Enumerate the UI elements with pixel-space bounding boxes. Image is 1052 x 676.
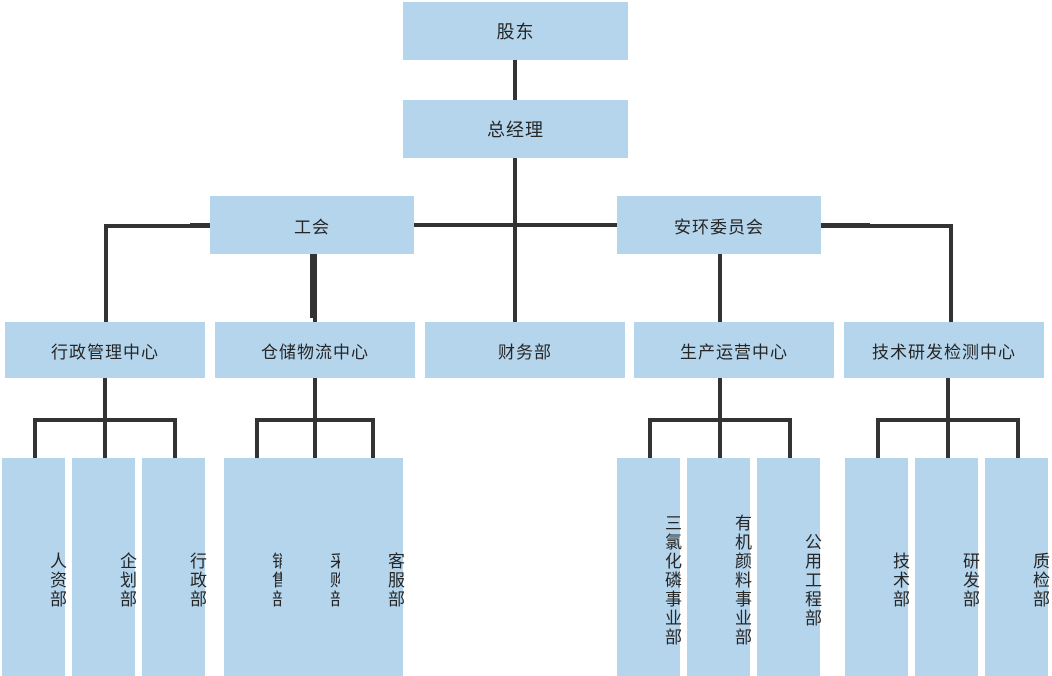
node-planning-dept[interactable]: 企划部 [72, 458, 136, 676]
node-quality-inspection-dept[interactable]: 质检部 [985, 458, 1049, 676]
connector-tech-to-quality [1016, 418, 1020, 458]
connector-committee-bus [718, 224, 953, 228]
node-utility-engineering-dept-label: 公用工程部 [802, 532, 821, 628]
connector-tech-center-drop [946, 378, 950, 422]
node-customer-service-dept[interactable]: 客服部 [340, 458, 404, 676]
node-safety-env-committee-label: 安环委员会 [674, 217, 764, 237]
node-warehouse-logistics-center[interactable]: 仓储物流中心 [215, 322, 415, 378]
node-administration-dept-label: 行政部 [187, 551, 206, 609]
node-shareholder-label: 股东 [496, 22, 535, 42]
node-customer-service-dept-label: 客服部 [385, 551, 404, 609]
connector-gm-to-finance [513, 223, 517, 322]
connector-level2-bus [190, 223, 870, 227]
connector-production-to-utility [788, 418, 792, 458]
node-utility-engineering-dept[interactable]: 公用工程部 [757, 458, 821, 676]
connector-gm-drop [513, 158, 517, 225]
node-finance-dept-label: 财务部 [498, 342, 552, 362]
connector-committee-to-production-center [718, 254, 722, 322]
node-quality-inspection-dept-label: 质检部 [1030, 551, 1049, 609]
connector-admin-to-planning [103, 418, 107, 458]
node-sales-dept[interactable]: 销售部 [224, 458, 288, 676]
connector-tech-to-technology [876, 418, 880, 458]
node-general-manager[interactable]: 总经理 [403, 100, 628, 158]
node-labor-union[interactable]: 工会 [210, 196, 414, 254]
connector-union-to-warehouse-center [313, 254, 317, 322]
connector-admin-center-drop [103, 378, 107, 422]
connector-union-to-admin-center [104, 224, 108, 322]
connector-union-drop [310, 254, 314, 318]
node-admin-center[interactable]: 行政管理中心 [5, 322, 205, 378]
connector-admin-to-administration [173, 418, 177, 458]
node-labor-union-label: 工会 [294, 217, 330, 237]
node-pcl3-division-label: 三氯化磷事业部 [662, 513, 681, 647]
connector-warehouse-to-customer-service [371, 418, 375, 458]
node-tech-rd-testing-center-label: 技术研发检测中心 [872, 342, 1016, 362]
node-planning-dept-label: 企划部 [117, 551, 136, 609]
node-administration-dept[interactable]: 行政部 [142, 458, 206, 676]
connector-warehouse-center-drop [313, 378, 317, 422]
connector-admin-to-hr [33, 418, 37, 458]
node-technology-dept-label: 技术部 [890, 551, 909, 609]
node-purchasing-dept[interactable]: 采购部 [282, 458, 346, 676]
connector-warehouse-to-sales [255, 418, 259, 458]
connector-production-to-pigment [718, 418, 722, 458]
node-production-operation-center-label: 生产运营中心 [680, 342, 788, 362]
connector-production-center-drop [718, 378, 722, 422]
node-technology-dept[interactable]: 技术部 [845, 458, 909, 676]
node-hr-dept[interactable]: 人资部 [2, 458, 66, 676]
node-organic-pigment-division-label: 有机颜料事业部 [732, 513, 751, 647]
node-production-operation-center[interactable]: 生产运营中心 [634, 322, 834, 378]
connector-union-bus [104, 224, 314, 228]
node-shareholder[interactable]: 股东 [403, 2, 628, 60]
node-warehouse-logistics-center-label: 仓储物流中心 [261, 342, 369, 362]
node-general-manager-label: 总经理 [487, 120, 544, 140]
node-organic-pigment-division[interactable]: 有机颜料事业部 [687, 458, 751, 676]
node-safety-env-committee[interactable]: 安环委员会 [617, 196, 821, 254]
node-pcl3-division[interactable]: 三氯化磷事业部 [617, 458, 681, 676]
node-admin-center-label: 行政管理中心 [51, 342, 159, 362]
node-finance-dept[interactable]: 财务部 [425, 322, 625, 378]
node-tech-rd-testing-center[interactable]: 技术研发检测中心 [844, 322, 1044, 378]
connector-tech-to-rd [946, 418, 950, 458]
connector-shareholder-to-gm [513, 60, 517, 100]
connector-production-to-pcl3 [648, 418, 652, 458]
connector-warehouse-to-purchasing [313, 418, 317, 458]
node-hr-dept-label: 人资部 [47, 551, 66, 609]
node-rd-dept[interactable]: 研发部 [915, 458, 979, 676]
connector-committee-to-tech-center [949, 224, 953, 322]
node-rd-dept-label: 研发部 [960, 551, 979, 609]
